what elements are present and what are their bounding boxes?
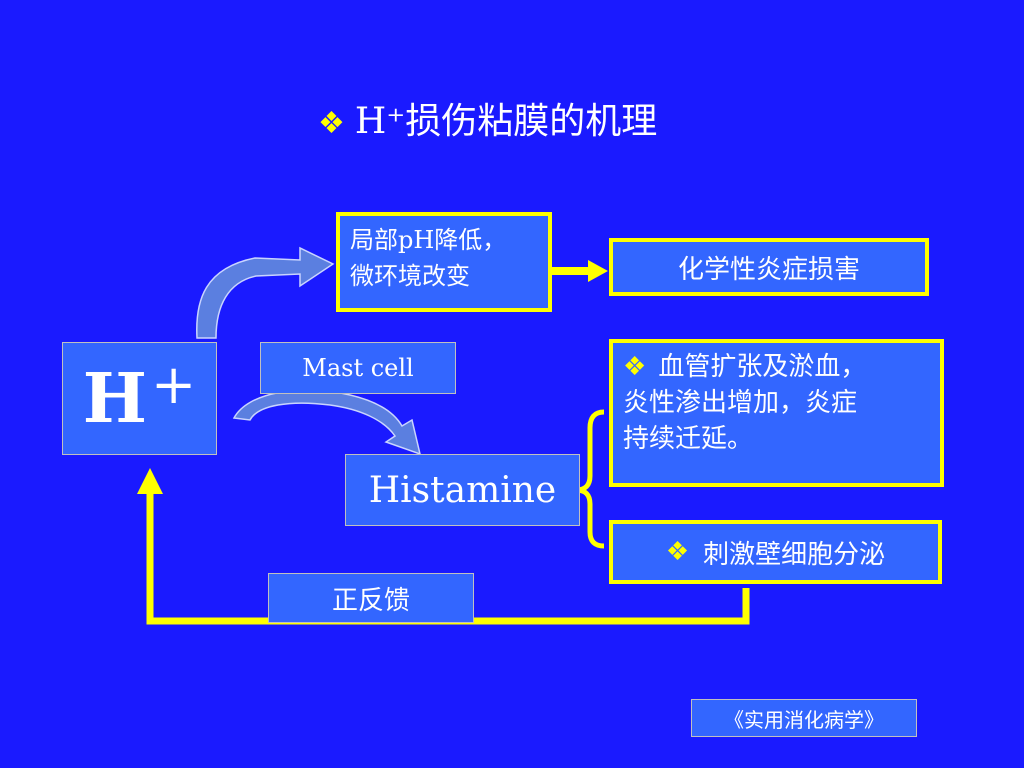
vascular-effects-box: ❖血管扩张及淤血， 炎性渗出增加，炎症 持续迁延。 — [609, 339, 944, 487]
secretion-box: ❖ 刺激壁细胞分泌 — [609, 520, 942, 584]
slide-title: ❖ H⁺损伤粘膜的机理 — [318, 98, 657, 148]
slide-title-text: H⁺损伤粘膜的机理 — [354, 101, 658, 142]
h-ion-box: H+ — [62, 342, 217, 455]
diamond-bullet-icon: ❖ — [665, 537, 690, 567]
vascular-effects-line1: ❖血管扩张及淤血， — [623, 352, 867, 382]
curved-arrow-upper-icon — [196, 246, 335, 339]
chemical-inflammation-text: 化学性炎症损害 — [677, 254, 860, 285]
ph-box-line2: 微环境改变 — [350, 262, 470, 290]
source-reference: 《实用消化病学》 — [691, 699, 917, 737]
ph-box-line1: 局部pH降低， — [350, 226, 507, 254]
positive-feedback-text: 正反馈 — [331, 585, 410, 616]
positive-feedback-box: 正反馈 — [268, 573, 474, 623]
secretion-text: 刺激壁细胞分泌 — [703, 539, 886, 570]
chemical-inflammation-box: 化学性炎症损害 — [609, 238, 929, 296]
vascular-effects-line3: 持续迁延。 — [623, 424, 754, 454]
histamine-text: Histamine — [368, 469, 557, 511]
diamond-bullet-icon: ❖ — [318, 106, 345, 141]
curly-brace-icon — [575, 409, 605, 549]
ph-box: 局部pH降低， 微环境改变 — [336, 212, 552, 312]
source-reference-text: 《实用消化病学》 — [724, 707, 884, 732]
diamond-bullet-icon: ❖ — [623, 352, 647, 382]
feedback-arrowhead-icon — [137, 468, 163, 494]
vascular-effects-line2: 炎性渗出增加，炎症 — [623, 388, 858, 418]
mast-cell-text: Mast cell — [302, 354, 414, 382]
curved-arrow-lower-icon — [232, 389, 422, 456]
h-ion-letter: H — [82, 358, 147, 439]
ph-to-chem-arrowhead-icon — [588, 260, 608, 282]
mast-cell-box: Mast cell — [260, 342, 456, 394]
h-ion-plus: + — [151, 353, 197, 416]
histamine-box: Histamine — [345, 454, 580, 526]
